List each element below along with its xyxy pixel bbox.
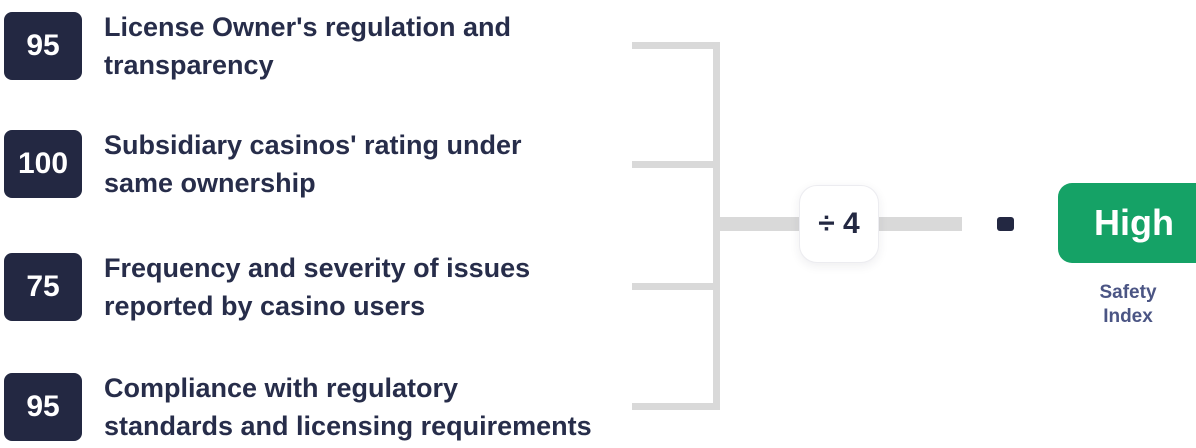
- bracket-stub-1: [632, 42, 716, 49]
- criterion-label-2-line-1: Subsidiary casinos' rating under: [104, 130, 522, 160]
- criterion-row-4: 95 Compliance with regulatory standards …: [4, 362, 624, 448]
- criterion-label-4: Compliance with regulatory standards and…: [104, 369, 624, 445]
- connector-to-divider: [716, 217, 799, 231]
- criterion-label-3: Frequency and severity of issues reporte…: [104, 249, 624, 325]
- result-badge: High: [1058, 183, 1196, 263]
- score-tile-3: 75: [4, 253, 82, 321]
- criterion-label-1-line-2: transparency: [104, 50, 274, 80]
- criterion-label-2: Subsidiary casinos' rating under same ow…: [104, 126, 624, 202]
- bracket-stub-4: [632, 403, 716, 410]
- bracket-stub-2: [632, 161, 716, 168]
- result-caption: Safety Index: [1099, 282, 1157, 327]
- criterion-row-3: 75 Frequency and severity of issues repo…: [4, 242, 624, 332]
- criterion-label-3-line-2: reported by casino users: [104, 291, 426, 321]
- equals-icon: [997, 217, 1014, 231]
- score-tile-1: 95: [4, 12, 82, 80]
- score-tile-4: 95: [4, 373, 82, 441]
- connector-from-divider: [879, 217, 962, 231]
- criterion-label-3-line-1: Frequency and severity of issues: [104, 253, 531, 283]
- criterion-row-2: 100 Subsidiary casinos' rating under sam…: [4, 119, 624, 209]
- criterion-label-4-line-1: Compliance with regulatory: [104, 373, 459, 403]
- criterion-label-1-line-1: License Owner's regulation and: [104, 12, 512, 42]
- result-caption-wrap: Safety Index: [1038, 281, 1196, 329]
- divide-by-4-box: ÷ 4: [799, 185, 879, 263]
- criterion-label-1: License Owner's regulation and transpare…: [104, 8, 624, 84]
- criterion-label-2-line-2: same ownership: [104, 168, 316, 198]
- criterion-row-1: 95 License Owner's regulation and transp…: [4, 1, 624, 91]
- score-tile-2: 100: [4, 130, 82, 198]
- criterion-label-4-line-2: standards and licensing requirements: [104, 411, 592, 441]
- bracket-stub-3: [632, 283, 716, 290]
